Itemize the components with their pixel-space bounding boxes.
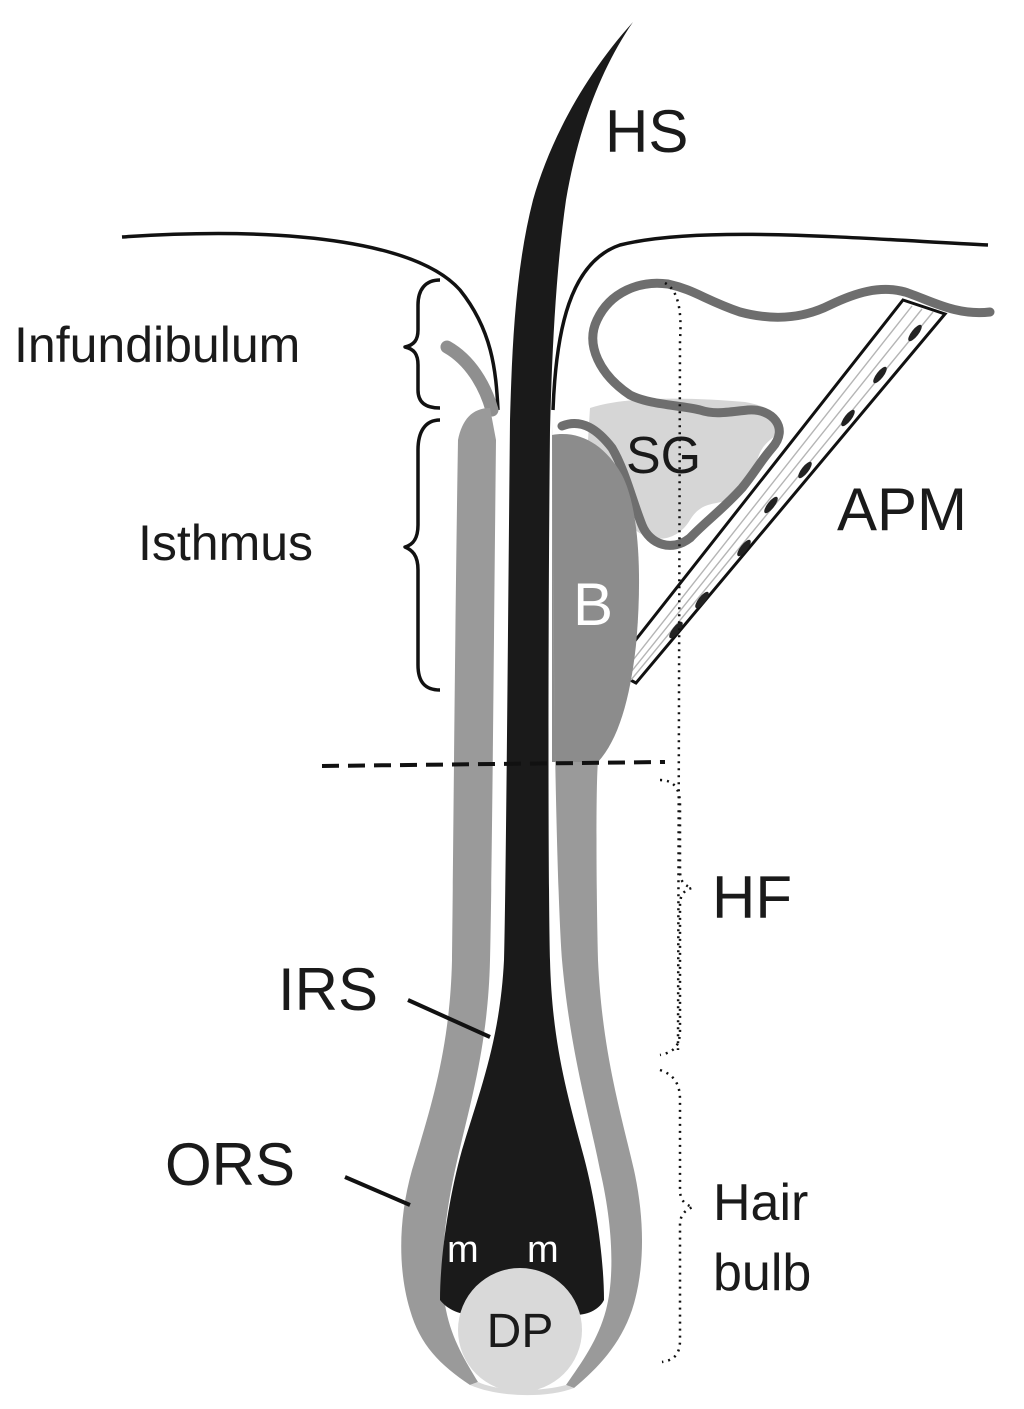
hair-shaft [440,22,633,1315]
arrector-pili-muscle [609,298,948,685]
ors-leader [344,1175,411,1207]
label-b: B [573,571,613,638]
label-hs: HS [605,98,688,165]
outer-root-sheath-right [552,420,643,1388]
label-sg: SG [626,427,701,485]
infundibulum-brace [403,278,441,410]
skin-surface [121,231,989,411]
label-isthmus: Isthmus [138,515,313,571]
label-irs: IRS [278,956,378,1023]
irs-leader [407,998,491,1039]
label-apm: APM [837,476,967,543]
hf-dotted-brace [659,778,697,1057]
dermal-papilla [458,1268,582,1392]
label-ors: ORS [165,1131,295,1198]
label-m-left: m [447,1229,479,1271]
sebaceous-gland-outline [557,278,995,550]
apm-nuclei [669,324,922,639]
label-hf: HF [712,864,792,931]
infundibulum-lip [440,340,499,417]
label-m-right: m [527,1229,559,1271]
skin-surface-right [551,232,989,411]
hair-bulb-dotted-brace [659,1068,698,1364]
dotted-braces [659,778,698,1364]
label-infundibulum: Infundibulum [14,317,300,373]
bulb-base-cap [470,1382,574,1396]
leader-lines [344,998,491,1207]
dotted-reference-line [664,281,682,1051]
braces [403,278,441,692]
label-hair: Hair [713,1174,808,1232]
sebaceous-gland [557,278,995,550]
bulge-region [552,434,640,762]
outer-root-sheath-left [401,408,496,1385]
apm-band [609,298,948,685]
label-bulb: bulb [713,1244,811,1302]
skin-surface-left [121,231,500,411]
label-dp: DP [487,1305,554,1358]
boundary-dashed-line [321,760,666,768]
isthmus-brace [403,418,441,692]
